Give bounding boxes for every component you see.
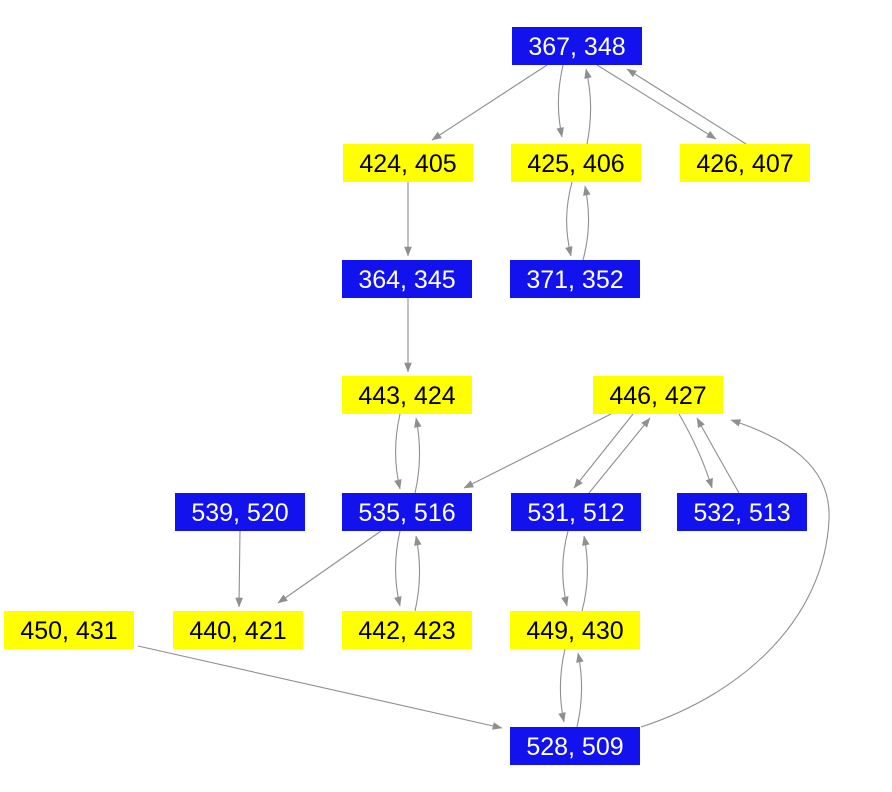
edge-425_406-to-367_348: [584, 68, 592, 145]
node-label: 426, 407: [696, 150, 793, 178]
node-label: 535, 516: [358, 499, 455, 527]
node-label: 364, 345: [358, 266, 455, 294]
node-box-blue: [510, 727, 640, 765]
nodes-layer: 367, 348 424, 405 425, 406 426, 407 364, 345…: [4, 27, 810, 765]
edge-450_431-to-528_509: [137, 645, 503, 730]
node-box-blue: [342, 260, 472, 298]
node-box-blue: [677, 493, 807, 531]
edge-371_352-to-425_406: [582, 185, 591, 261]
edge-367_348-to-424_405: [431, 64, 548, 141]
node-label: 450, 431: [20, 617, 117, 645]
edge-446_427-to-531_512: [573, 413, 634, 489]
node-label: 440, 421: [189, 617, 286, 645]
graph-node-364_345: 364, 345: [342, 260, 472, 298]
node-label: 446, 427: [609, 382, 706, 410]
graph-node-528_509: 528, 509: [510, 727, 640, 765]
edge-449_430-to-528_509: [558, 648, 566, 723]
edge-535_516-to-443_424: [414, 417, 422, 494]
graph-node-449_430: 449, 430: [510, 611, 640, 649]
edge-531_512-to-449_430: [561, 530, 569, 607]
edge-425_406-to-371_352: [565, 181, 573, 257]
node-box-yellow: [342, 611, 472, 649]
node-label: 443, 424: [358, 382, 455, 410]
node-label: 367, 348: [528, 33, 625, 61]
node-box-yellow: [173, 611, 303, 649]
node-box-yellow: [680, 144, 810, 182]
graph-node-539_520: 539, 520: [175, 493, 305, 531]
node-label: 539, 520: [191, 499, 288, 527]
edge-442_423-to-535_516: [414, 535, 422, 612]
edge-528_509-to-446_427: [640, 419, 830, 728]
node-box-blue: [512, 27, 642, 65]
node-box-yellow: [343, 144, 473, 182]
node-label: 532, 513: [693, 499, 790, 527]
edge-446_427-to-535_516: [463, 413, 612, 489]
graph-node-425_406: 425, 406: [511, 144, 641, 182]
node-box-yellow: [510, 611, 640, 649]
graph-node-424_405: 424, 405: [343, 144, 473, 182]
edge-443_424-to-535_516: [394, 413, 402, 490]
graph-node-442_423: 442, 423: [342, 611, 472, 649]
edge-367_348-to-425_406: [556, 64, 564, 138]
graph-node-440_421: 440, 421: [173, 611, 303, 649]
node-box-yellow: [342, 376, 472, 414]
edge-446_427-to-532_513: [678, 413, 713, 489]
node-label: 424, 405: [359, 150, 456, 178]
graph-node-531_512: 531, 512: [511, 493, 641, 531]
graph-node-443_424: 443, 424: [342, 376, 472, 414]
node-box-blue: [510, 260, 640, 298]
edges-layer: [137, 64, 830, 730]
graph-node-450_431: 450, 431: [4, 611, 134, 649]
edge-531_512-to-446_427: [588, 417, 651, 494]
edge-449_430-to-531_512: [581, 535, 590, 612]
node-box-yellow: [593, 376, 723, 414]
node-label: 531, 512: [527, 499, 624, 527]
node-label: 442, 423: [358, 617, 455, 645]
node-box-blue: [175, 493, 305, 531]
graph-node-426_407: 426, 407: [680, 144, 810, 182]
edge-539_520-to-440_421: [235, 530, 243, 608]
graph-node-371_352: 371, 352: [510, 260, 640, 298]
node-box-yellow: [4, 611, 134, 649]
node-box-blue: [342, 493, 472, 531]
edge-532_513-to-446_427: [696, 417, 740, 494]
edge-426_407-to-367_348: [626, 68, 747, 145]
graph-node-532_513: 532, 513: [677, 493, 807, 531]
node-box-blue: [511, 493, 641, 531]
node-label: 528, 509: [526, 733, 623, 761]
node-label: 449, 430: [526, 617, 623, 645]
edge-528_509-to-449_430: [576, 652, 584, 728]
graph-node-446_427: 446, 427: [593, 376, 723, 414]
node-label: 425, 406: [527, 150, 624, 178]
node-label: 371, 352: [526, 266, 623, 294]
edge-535_516-to-440_421: [277, 530, 382, 604]
edge-367_348-to-426_407: [596, 64, 717, 140]
graph-node-535_516: 535, 516: [342, 493, 472, 531]
graph-node-367_348: 367, 348: [512, 27, 642, 65]
edge-535_516-to-442_423: [394, 530, 402, 607]
node-box-yellow: [511, 144, 641, 182]
